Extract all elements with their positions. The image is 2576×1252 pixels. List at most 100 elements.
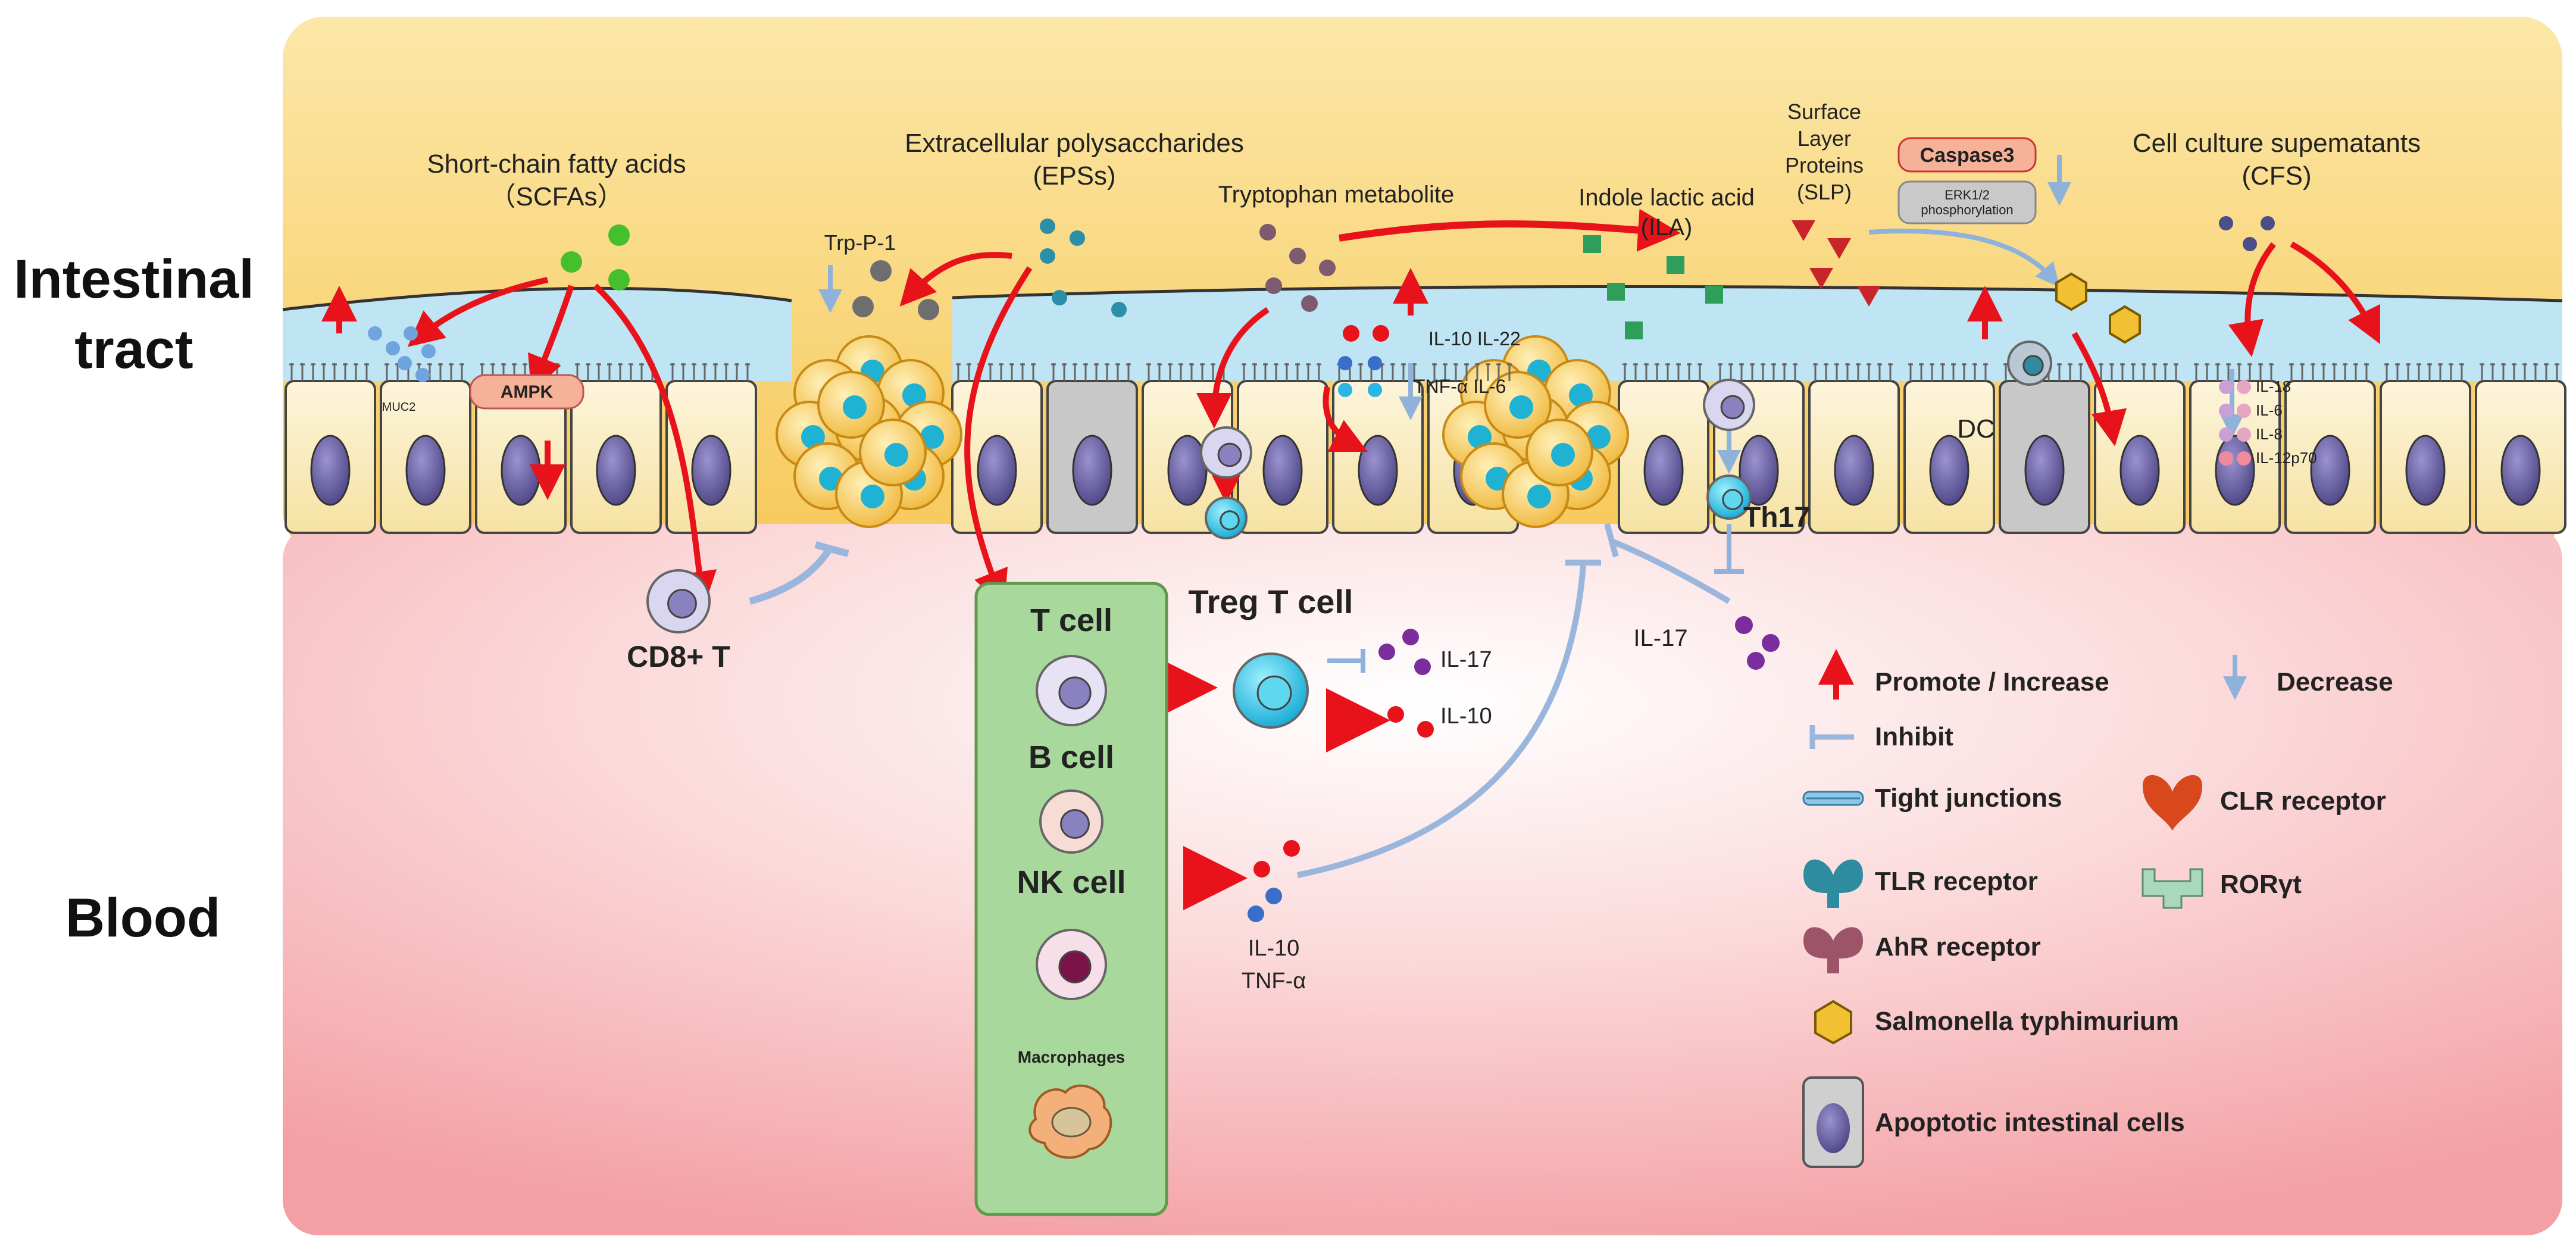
- legend-inhibit-label: Inhibit: [1875, 722, 1953, 751]
- nk-cell-nucleus: [1058, 950, 1092, 984]
- cell-nucleus: [2405, 435, 2446, 506]
- cell-nucleus: [1643, 435, 1684, 506]
- cell-nucleus: [501, 435, 541, 506]
- pathway-arrows: [321, 155, 2380, 910]
- treg-cell-nucleus: [1256, 675, 1292, 711]
- cell-nucleus: [1929, 435, 1969, 506]
- cell-nucleus: [2500, 435, 2541, 506]
- cfs-cytokine-4: IL-12p70: [2256, 449, 2317, 467]
- intestinal-tract-region-label: Intestinal tract: [6, 244, 262, 385]
- tnf-il6-label: TNF-α IL-6: [1414, 376, 1506, 397]
- epithelial-cell-row: [285, 380, 2566, 534]
- t-cell-label: T cell: [1030, 602, 1112, 638]
- t-cell-nucleus: [1058, 676, 1092, 710]
- trp-label: Trp-P-1: [824, 230, 896, 255]
- legend-decrease-label: Decrease: [2277, 667, 2393, 697]
- slp-label-1: Surface: [1787, 99, 1861, 124]
- legend-promote-label: Promote / Increase: [1875, 667, 2109, 697]
- legend: [1802, 649, 2247, 1168]
- dendritic-cell-nucleus: [2022, 355, 2044, 376]
- molecules: [368, 216, 2275, 922]
- cell-nucleus: [2215, 435, 2255, 506]
- legend-tight-junction-icon: [1802, 791, 1864, 806]
- legend-ahr-receptor-icon: [1803, 927, 1863, 973]
- cell-nucleus: [1262, 435, 1303, 506]
- legend-clr-label: CLR receptor: [2220, 786, 2386, 816]
- legend-roryt-icon: [2142, 868, 2203, 909]
- cell-nucleus: [405, 435, 446, 506]
- cell-nucleus: [2119, 435, 2160, 506]
- cell-nucleus: [596, 435, 636, 506]
- cluster-cell-nucleus: [801, 425, 825, 449]
- ila-abbrev-label: (ILA): [1641, 214, 1693, 241]
- cell-nucleus: [977, 435, 1017, 506]
- lumen-t-cell-nucleus: [1217, 442, 1242, 467]
- cluster-cell-nucleus: [861, 485, 884, 508]
- legend-tlr-label: TLR receptor: [1875, 867, 2038, 896]
- mucus-layer-right: [952, 286, 2562, 381]
- b-cell-label: B cell: [1028, 739, 1114, 775]
- cd8-label: CD8+ T: [627, 640, 730, 673]
- lumen-treg-cell-nucleus: [1220, 510, 1240, 530]
- cluster-cell-nucleus: [1551, 443, 1575, 467]
- cell-nucleus: [1167, 435, 1208, 506]
- legend-salmonella-icon: [1814, 1000, 1852, 1045]
- cluster-cell-nucleus: [884, 443, 908, 467]
- cfs-cytokine-2: IL-6: [2256, 401, 2283, 419]
- legend-tlr-receptor-icon: [1803, 859, 1863, 908]
- th17-label: Th17: [1743, 502, 1810, 533]
- legend-clr-receptor-icon: [2143, 775, 2202, 830]
- immune-cells: [646, 341, 2052, 1159]
- intestinal-label-line1: Intestinal: [14, 249, 254, 310]
- legend-apoptotic-cell-icon: [1802, 1076, 1864, 1168]
- cell-nucleus: [2310, 435, 2350, 506]
- diagram-text: Short-chain fatty acids （SCFAs） Extracel…: [382, 99, 2421, 1137]
- eps-abbrev-label: (EPSs): [1033, 161, 1115, 191]
- il10-il22-label: IL-10 IL-22: [1428, 328, 1521, 349]
- legend-inhibit-icon: [1809, 725, 1854, 749]
- macrophage-nucleus: [1051, 1107, 1092, 1138]
- cluster-cell-nucleus: [920, 425, 944, 449]
- legend-tight-junctions-label: Tight junctions: [1875, 783, 2062, 813]
- nk-tnf-label: TNF-α: [1242, 969, 1306, 994]
- treg-label: Treg T cell: [1189, 583, 1353, 620]
- cfs-cytokine-1: IL-18: [2256, 377, 2291, 395]
- ila-label: Indole lactic acid: [1578, 185, 1755, 211]
- eps-label: Extracellular polysaccharides: [905, 129, 1244, 158]
- cd8-cell-nucleus: [667, 589, 697, 619]
- cfs-label: Cell culture supematants: [2133, 129, 2421, 158]
- macrophages-label: Macrophages: [1018, 1048, 1126, 1066]
- dc-label: DC: [1957, 414, 1995, 444]
- blood-region: [283, 524, 2562, 1235]
- cell-nucleus: [2024, 435, 2065, 506]
- tryptophan-label: Tryptophan metabolite: [1218, 182, 1455, 208]
- cluster-cell-nucleus: [1587, 425, 1611, 449]
- slp-label-4: (SLP): [1797, 180, 1852, 204]
- cell-nucleus: [1358, 435, 1398, 506]
- erk-label-2: phosphorylation: [1921, 202, 2013, 217]
- th17-cell-nucleus: [1722, 489, 1743, 510]
- ila-t-cell-nucleus: [1720, 395, 1745, 420]
- caspase-box: [1897, 137, 2037, 173]
- muc2-label: MUC2: [382, 401, 416, 414]
- cluster-cell-nucleus: [1509, 395, 1533, 419]
- cluster-cell-nucleus: [902, 383, 926, 407]
- ampk-label: AMPK: [501, 382, 554, 402]
- cluster-cell-nucleus: [1569, 383, 1593, 407]
- nk-il10-label: IL-10: [1248, 936, 1300, 961]
- caspase-label: Caspase3: [1920, 144, 2015, 167]
- blood-il17-label: IL-17: [1633, 625, 1687, 651]
- legend-salmonella-label: Salmonella typhimurium: [1875, 1007, 2179, 1036]
- treg-il17-label: IL-17: [1440, 647, 1492, 672]
- b-cell-nucleus: [1060, 809, 1090, 839]
- legend-roryt-label: RORγt: [2220, 870, 2302, 899]
- cluster-cell-nucleus: [1468, 425, 1492, 449]
- cell-nucleus: [310, 435, 351, 506]
- cluster-cell-nucleus: [843, 395, 867, 419]
- ampk-box: [469, 374, 584, 410]
- slp-label-2: Layer: [1797, 126, 1851, 151]
- cell-nucleus: [691, 435, 731, 506]
- blood-region-label: Blood: [65, 888, 221, 948]
